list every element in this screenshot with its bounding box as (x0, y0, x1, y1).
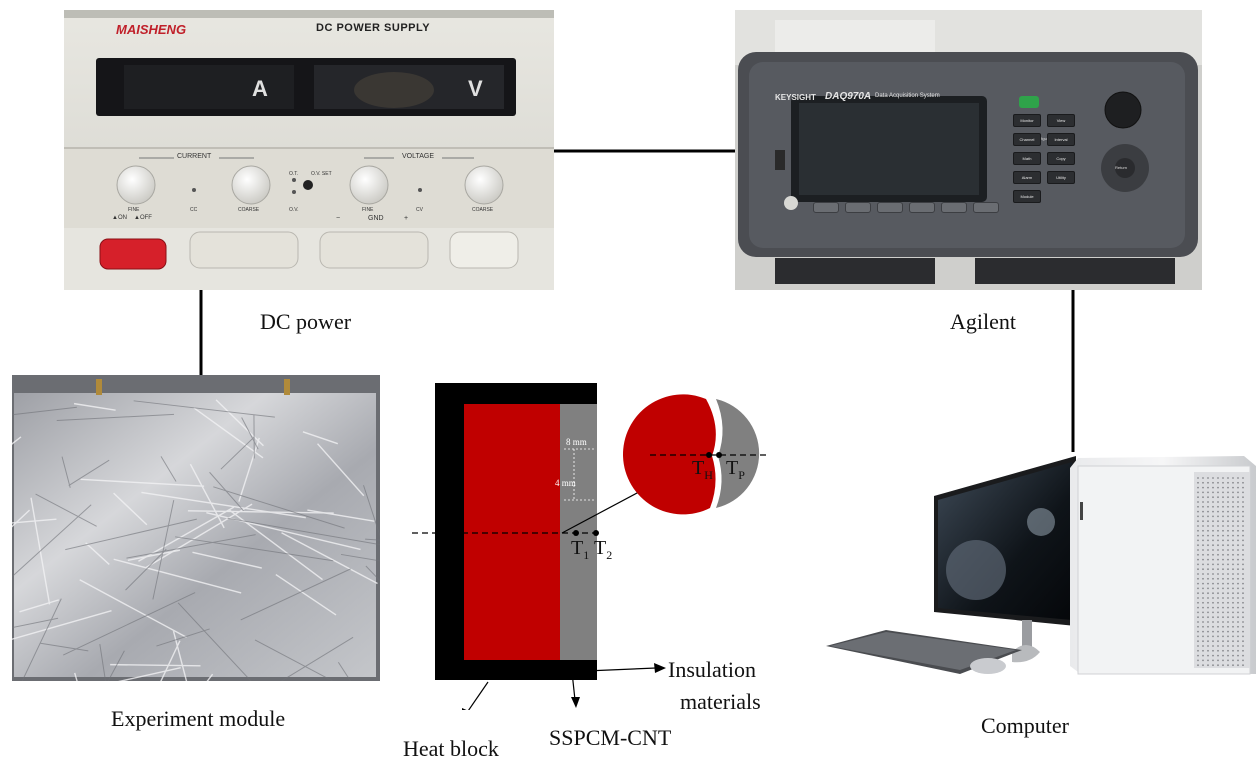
dc-power-label: DC power (260, 309, 352, 334)
ps-ot-label: O.T. (289, 171, 299, 177)
ps-ov-label: O.V. (289, 207, 299, 213)
t2-label: T2 (594, 537, 613, 562)
daq-softkey[interactable] (909, 202, 935, 213)
daq-softkey[interactable] (877, 202, 903, 213)
ps-coarse-label-1: COARSE (238, 207, 260, 213)
daq-button-monitor[interactable]: Monitor (1013, 114, 1041, 127)
daq-button-interval[interactable]: Interval (1047, 133, 1075, 146)
heat-block-label: Heat block (403, 736, 499, 761)
t1-point (573, 530, 579, 536)
ps-title: DC POWER SUPPLY (316, 22, 431, 34)
zoom-arrow (561, 484, 653, 534)
insulation-label-line1: Insulation (668, 657, 756, 682)
th-point (706, 452, 712, 458)
voltage-fine-knob[interactable] (349, 165, 389, 205)
current-coarse-knob[interactable] (231, 165, 271, 205)
daq-button-module[interactable]: Module (1013, 190, 1041, 203)
daq-button-view[interactable]: View (1047, 114, 1075, 127)
ps-brand: MAISHENG (116, 22, 187, 37)
dc-power-supply-photo: MAISHENG DC POWER SUPPLY A V CURRENT VOL… (64, 10, 554, 290)
ps-off-label: ▲OFF (134, 215, 152, 221)
dim-8mm-label: 8 mm (566, 437, 587, 447)
daq-softkey[interactable] (845, 202, 871, 213)
daq-button-math[interactable]: Math (1013, 152, 1041, 165)
front-panel-slot-2 (319, 231, 429, 269)
daq-model: DAQ970A (825, 91, 872, 102)
ps-minus-label: − (336, 215, 341, 222)
daq-knob[interactable] (1104, 91, 1142, 129)
zoom-sspcm-half (716, 399, 760, 508)
daq-softkeys (813, 202, 999, 213)
tp-point (716, 452, 722, 458)
schematic (412, 383, 766, 710)
daq-photo: KEYSIGHT DAQ970A Data Acquisition System… (735, 10, 1202, 290)
daq-brand: KEYSIGHT (775, 93, 816, 102)
voltage-coarse-knob[interactable] (464, 165, 504, 205)
daq-softkey[interactable] (813, 202, 839, 213)
ovset-button[interactable] (303, 180, 313, 190)
ps-coarse-label-2: COARSE (472, 207, 494, 213)
sspcm-label: SSPCM-CNT (549, 725, 672, 750)
experiment-module-photo (12, 375, 380, 681)
daq-softkey[interactable] (941, 202, 967, 213)
heat-block-region (464, 404, 560, 660)
front-panel-slot-1 (189, 231, 299, 269)
ps-plus-label: + (404, 215, 409, 222)
ps-fine-label-2: FINE (362, 207, 374, 213)
daq-configure-label: Configure (1033, 136, 1051, 141)
daq-button-copy[interactable]: Copy (1047, 152, 1075, 165)
current-fine-knob[interactable] (116, 165, 156, 205)
daq-button-utility[interactable]: Utility (1047, 171, 1075, 184)
ps-volt-unit: V (468, 76, 483, 101)
ps-gnd-label: GND (368, 215, 384, 222)
th-label: TH (692, 457, 713, 482)
zoom-heat-half (623, 394, 716, 515)
computer-photo (826, 452, 1256, 714)
front-panel-slot-3 (449, 231, 519, 269)
tp-label: TP (726, 457, 745, 482)
daq-subtitle: Data Acquisition System (875, 93, 940, 99)
experiment-module-label: Experiment module (111, 706, 286, 731)
computer-label: Computer (981, 713, 1069, 738)
ps-fine-label-1: FINE (128, 207, 140, 213)
ps-cv-label: CV (416, 207, 423, 213)
daq-softkey[interactable] (973, 202, 999, 213)
insulation-label-line2: materials (680, 689, 761, 714)
daq-button-alarm[interactable]: Alarm (1013, 171, 1041, 184)
ps-cc-label: CC (190, 207, 198, 213)
ps-ovset-label: O.V. SET (311, 171, 332, 177)
dim-4mm-label: 4 mm (555, 478, 576, 488)
ps-on-label: ▲ON (112, 215, 127, 221)
ps-voltage-label: VOLTAGE (402, 153, 435, 160)
daq-return-label: Return (1115, 165, 1128, 170)
ps-amp-unit: A (252, 76, 268, 101)
ps-current-label: CURRENT (177, 153, 212, 160)
t1-label: T1 (571, 537, 590, 562)
t2-point (593, 530, 599, 536)
power-switch[interactable] (99, 238, 167, 270)
agilent-label: Agilent (950, 309, 1016, 334)
daq-button-channel[interactable]: Channel (1013, 133, 1041, 146)
